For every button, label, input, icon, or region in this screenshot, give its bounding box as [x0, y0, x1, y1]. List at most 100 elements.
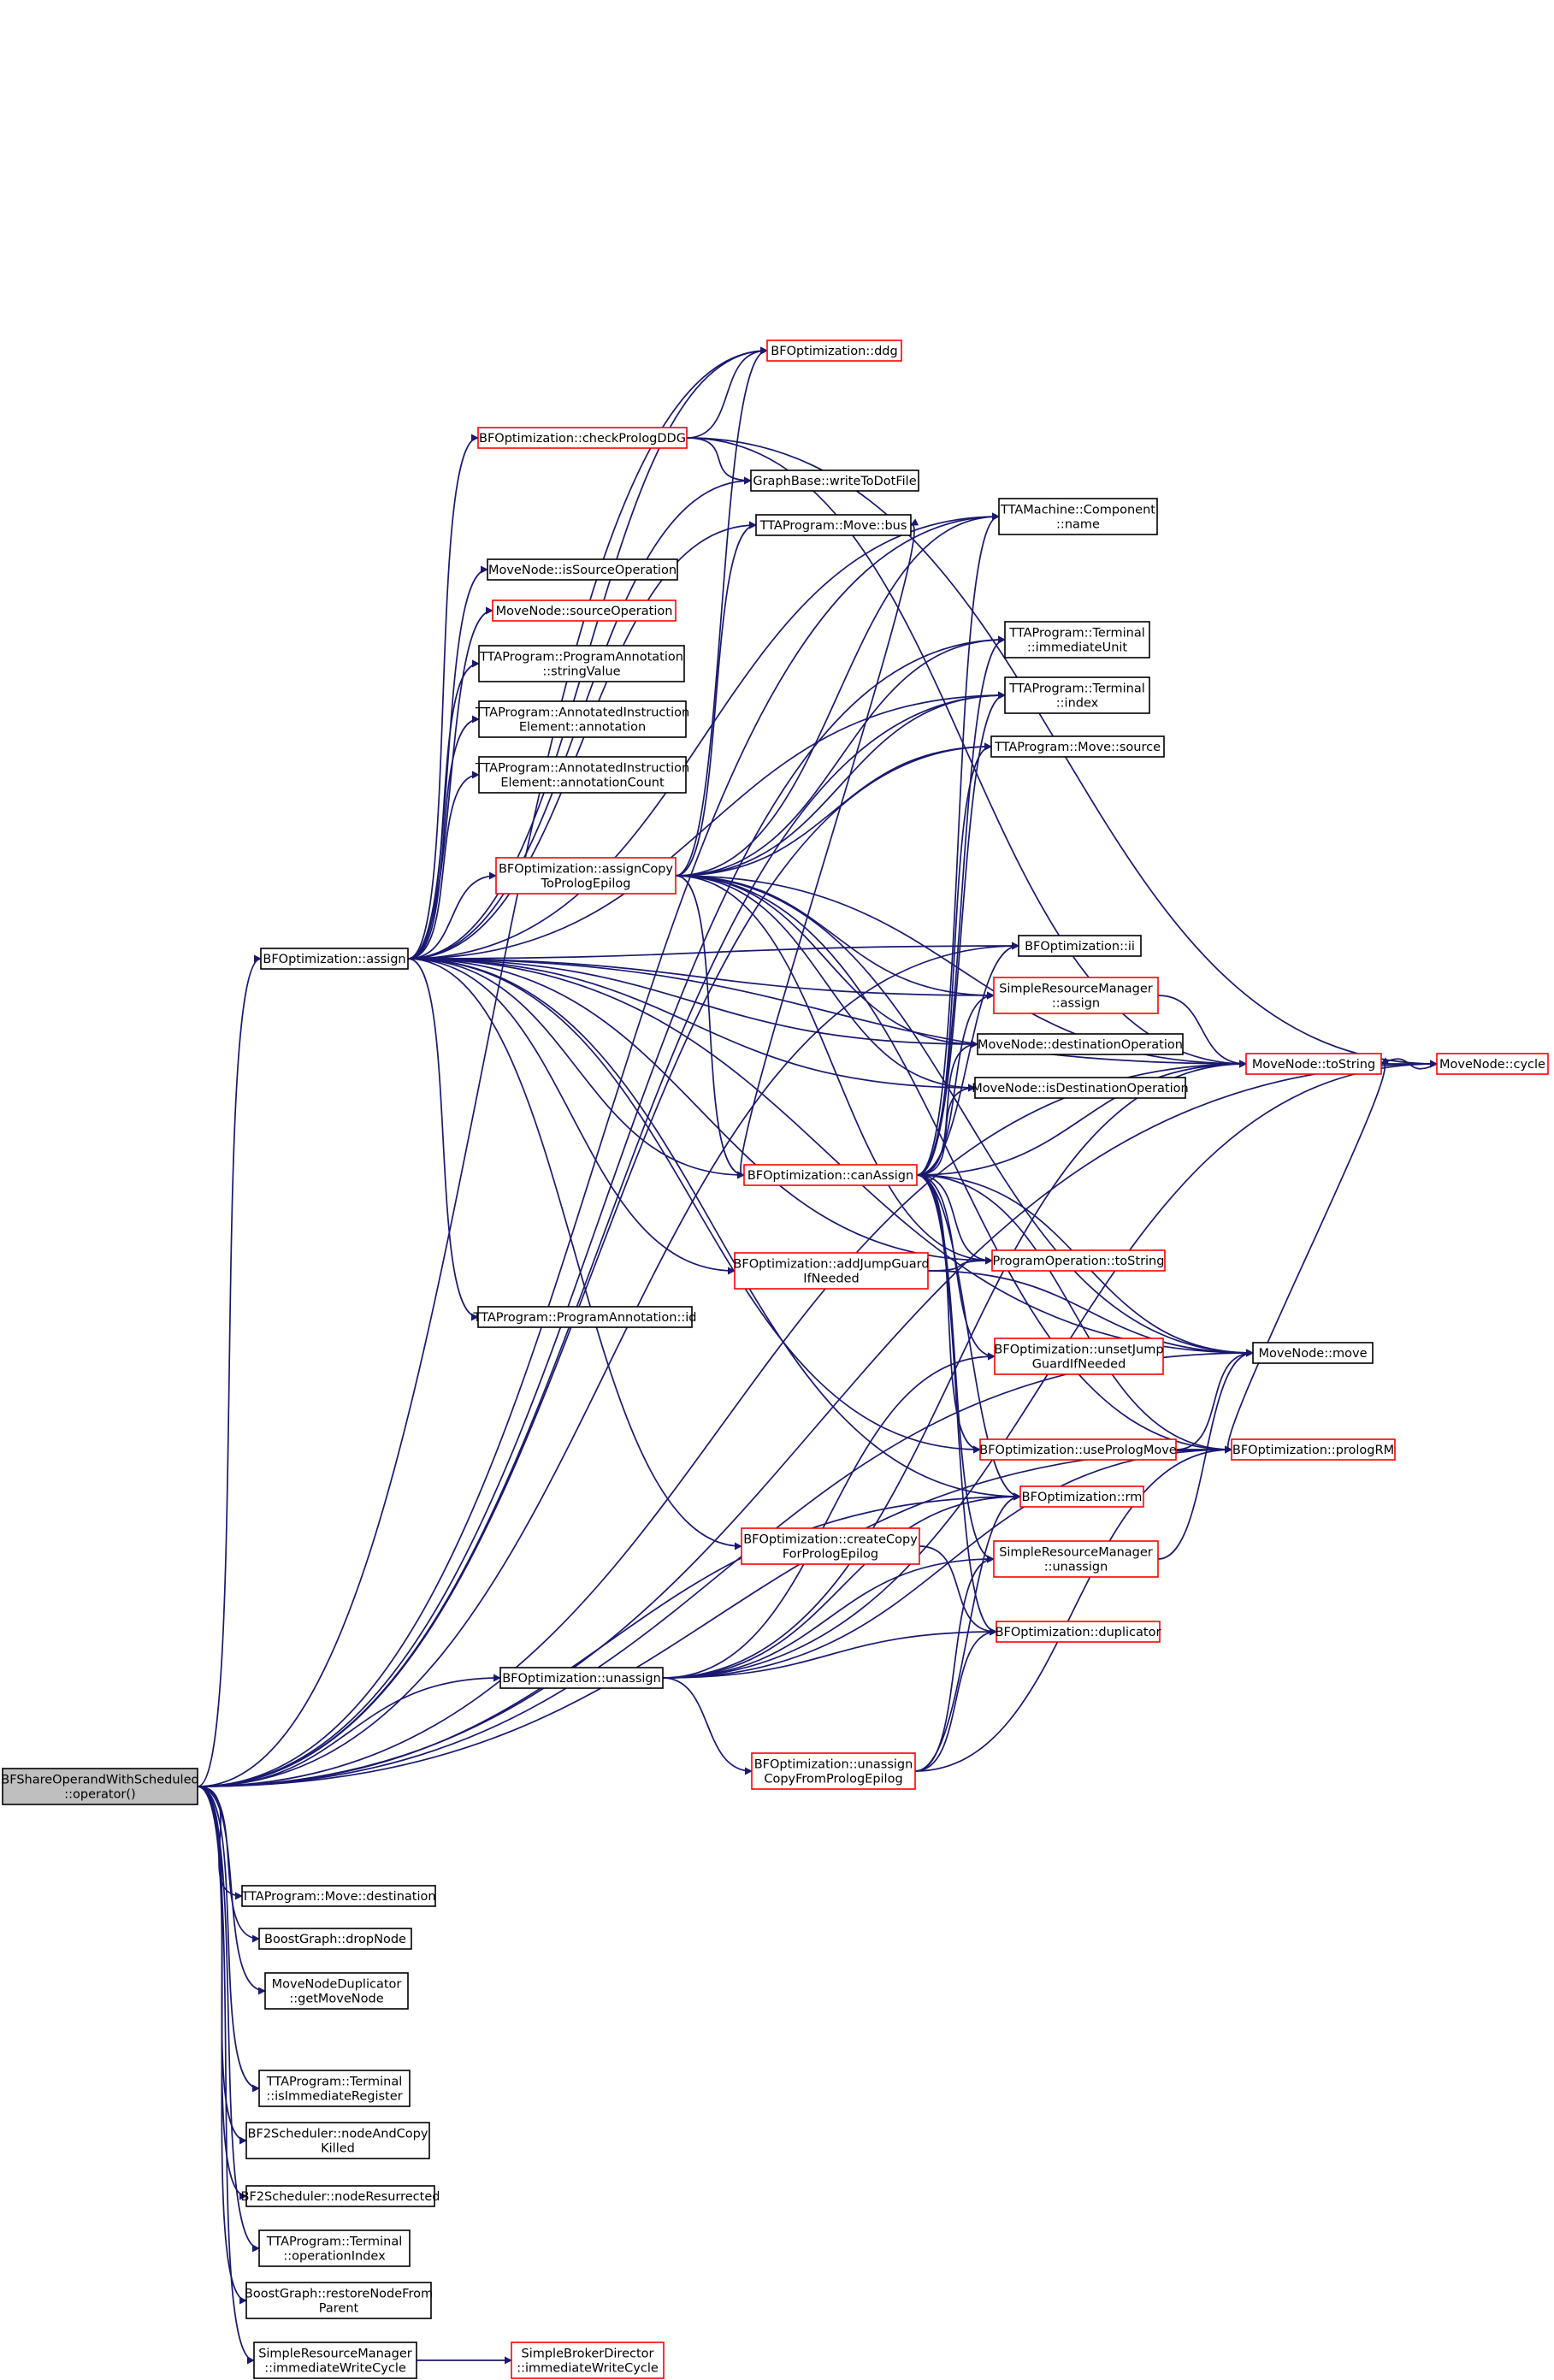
edge-bfopt_unassign-to-bfopt_prologrm: [662, 1445, 1232, 1679]
edge-bfopt_assign-to-move_bus: [407, 521, 757, 960]
node-bfopt-unassign[interactable]: BFOptimization::unassign: [499, 1667, 664, 1689]
node-srm-unassign[interactable]: SimpleResourceManager::unassign: [993, 1540, 1159, 1578]
node-bf2-noderesurrected[interactable]: BF2Scheduler::nodeResurrected: [241, 2185, 440, 2207]
node-mn-sourceop[interactable]: MoveNode::sourceOperation: [492, 599, 677, 622]
node-label: BFOptimization::addJumpGuard: [733, 1258, 929, 1272]
node-label: ::operator(): [64, 1788, 135, 1802]
node-label: BFOptimization::ii: [1025, 940, 1135, 954]
edge-bfopt_assign-to-bfopt_useprolog: [407, 958, 981, 1454]
edge-root-to-srm_immwritecycle: [197, 1786, 255, 2365]
node-box: [499, 1667, 664, 1689]
node-srm-assign[interactable]: SimpleResourceManager::assign: [993, 977, 1159, 1014]
node-po-tostring[interactable]: ProgramOperation::toString: [991, 1249, 1166, 1272]
node-bfopt-unassigncopy[interactable]: BFOptimization::unassignCopyFromPrologEp…: [751, 1752, 916, 1790]
edge-bfopt_unassign-to-bfopt_unassigncopy: [662, 1677, 753, 1775]
edge-bfopt_canassign-to-srm_unassign: [916, 1174, 995, 1563]
node-mn-isdestop[interactable]: MoveNode::isDestinationOperation: [972, 1077, 1189, 1099]
edge-bfopt_canassign-to-bfopt_useprolog: [916, 1174, 981, 1454]
node-box: [1436, 1053, 1549, 1075]
node-box: [258, 2070, 411, 2107]
node-term-immunit[interactable]: TTAProgram::Terminal::immediateUnit: [1004, 621, 1150, 658]
node-label: ::unassign: [1044, 1561, 1108, 1574]
edge-bfopt_assign-to-bfopt_createcopy: [407, 958, 742, 1550]
node-pa-id[interactable]: TTAProgram::ProgramAnnotation::id: [473, 1306, 697, 1328]
node-box: [245, 2185, 435, 2207]
node-box: [979, 1438, 1177, 1461]
node-pa-stringvalue[interactable]: TTAProgram::ProgramAnnotation::stringVal…: [478, 645, 685, 682]
edge-bfopt_assign-to-comp_name: [407, 512, 1000, 960]
node-label: ::immediateUnit: [1027, 641, 1128, 655]
node-label: BFOptimization::assign: [263, 953, 405, 966]
node-move-source[interactable]: TTAProgram::Move::source: [990, 735, 1165, 758]
node-aie-annotationcount[interactable]: TTAProgram::AnnotatedInstructionElement:…: [475, 756, 689, 794]
node-label: BoostGraph::dropNode: [264, 1933, 406, 1946]
edge-root-to-mn_move: [197, 1349, 1254, 1787]
node-aie-annotation[interactable]: TTAProgram::AnnotatedInstructionElement:…: [475, 700, 689, 738]
node-term-opindex[interactable]: TTAProgram::Terminal::operationIndex: [258, 2229, 411, 2267]
node-root[interactable]: BFShareOperandWithScheduled::operator(): [1, 1768, 199, 1805]
node-box: [996, 1621, 1161, 1643]
node-srm-immwritecycle[interactable]: SimpleResourceManager::immediateWriteCyc…: [253, 2342, 417, 2379]
node-term-index[interactable]: TTAProgram::Terminal::index: [1004, 676, 1150, 714]
node-mn-tostring[interactable]: MoveNode::toString: [1245, 1053, 1382, 1075]
node-label: TTAProgram::Terminal: [1008, 682, 1144, 696]
node-bfopt-duplicator[interactable]: BFOptimization::duplicator: [996, 1621, 1161, 1643]
node-bfopt-prologrm[interactable]: BFOptimization::prologRM: [1231, 1438, 1396, 1461]
edge-root-to-move_source: [197, 742, 992, 1787]
node-box: [1231, 1438, 1396, 1461]
edge-bfopt_canassign-to-bfopt_duplicator: [916, 1174, 997, 1636]
node-box: [245, 2282, 432, 2319]
node-bfopt-assign[interactable]: BFOptimization::assign: [260, 948, 409, 970]
node-box: [492, 599, 677, 622]
edge-bfopt_assigncopy-to-comp_name: [675, 512, 1000, 877]
node-mnd-getmovenode[interactable]: MoveNodeDuplicator::getMoveNode: [264, 1972, 409, 2010]
edge-bfopt_unassigncopy-to-srm_unassign: [914, 1555, 995, 1772]
edge-bfopt_assign-to-bfopt_rm: [407, 958, 1021, 1501]
node-move-bus[interactable]: TTAProgram::Move::bus: [755, 514, 912, 536]
edge-bfopt_canassign-to-term_immunit: [916, 635, 1006, 1176]
edge-bfopt_canassign-to-bfopt_rm: [916, 1174, 1021, 1501]
node-label: BFOptimization::usePrologMove: [979, 1444, 1177, 1457]
node-label: BF2Scheduler::nodeAndCopy: [248, 2128, 428, 2141]
node-label: TTAProgram::ProgramAnnotation::id: [473, 1311, 697, 1325]
node-bfopt-createcopy[interactable]: BFOptimization::createCopyForPrologEpilo…: [741, 1527, 920, 1565]
node-label: IfNeeded: [803, 1273, 859, 1286]
edge-bfopt_prologrm-to-mn_tostring: [1226, 1057, 1390, 1450]
node-bfopt-ii[interactable]: BFOptimization::ii: [1018, 935, 1142, 957]
node-sbd-immwritecycle[interactable]: SimpleBrokerDirector::immediateWriteCycl…: [511, 2342, 665, 2379]
node-bfopt-useprolog[interactable]: BFOptimization::usePrologMove: [979, 1438, 1177, 1461]
edge-bfopt_unassign-to-bfopt_unsetjump: [662, 1352, 996, 1679]
node-label: TTAProgram::Move::destination: [240, 1890, 435, 1904]
node-term-isimmreg[interactable]: TTAProgram::Terminal::isImmediateRegiste…: [258, 2070, 411, 2107]
node-bfopt-rm[interactable]: BFOptimization::rm: [1019, 1485, 1144, 1508]
node-move-destination[interactable]: TTAProgram::Move::destination: [240, 1885, 436, 1907]
node-label: ::name: [1056, 518, 1100, 532]
node-mn-issourceop[interactable]: MoveNode::isSourceOperation: [487, 558, 678, 581]
node-label: Parent: [319, 2302, 359, 2316]
node-bfopt-canassign[interactable]: BFOptimization::canAssign: [743, 1164, 918, 1186]
node-graph-writedot[interactable]: GraphBase::writeToDotFile: [750, 470, 919, 492]
node-bfopt-ddg[interactable]: BFOptimization::ddg: [766, 340, 902, 362]
node-mn-move[interactable]: MoveNode::move: [1252, 1342, 1374, 1364]
node-comp-name[interactable]: TTAMachine::Component::name: [998, 498, 1158, 535]
edge-bfopt_canassign-to-move_source: [916, 742, 992, 1176]
node-bfopt-checkprolog[interactable]: BFOptimization::checkPrologDDG: [477, 427, 688, 449]
edge-bfopt_checkprolog-to-bfopt_ddg: [686, 346, 768, 439]
node-label: ::isImmediateRegister: [266, 2090, 402, 2104]
edge-bfopt_assigncopy-to-po_tostring: [675, 875, 993, 1265]
node-label: ::operationIndex: [283, 2250, 386, 2264]
node-mn-destop[interactable]: MoveNode::destinationOperation: [977, 1033, 1184, 1055]
edge-bfopt_assigncopy-to-term_index: [675, 691, 1006, 877]
node-label: TTAProgram::AnnotatedInstruction: [475, 762, 689, 776]
node-label: GuardIfNeeded: [1032, 1358, 1126, 1372]
node-boost-dropnode[interactable]: BoostGraph::dropNode: [258, 1928, 412, 1950]
node-mn-cycle[interactable]: MoveNode::cycle: [1436, 1053, 1549, 1075]
edge-bfopt_assign-to-term_index: [407, 691, 1006, 960]
edge-bfopt_assign-to-bfopt_addjump: [407, 958, 736, 1275]
edge-bfopt_assigncopy-to-bfopt_prologrm: [675, 875, 1232, 1454]
